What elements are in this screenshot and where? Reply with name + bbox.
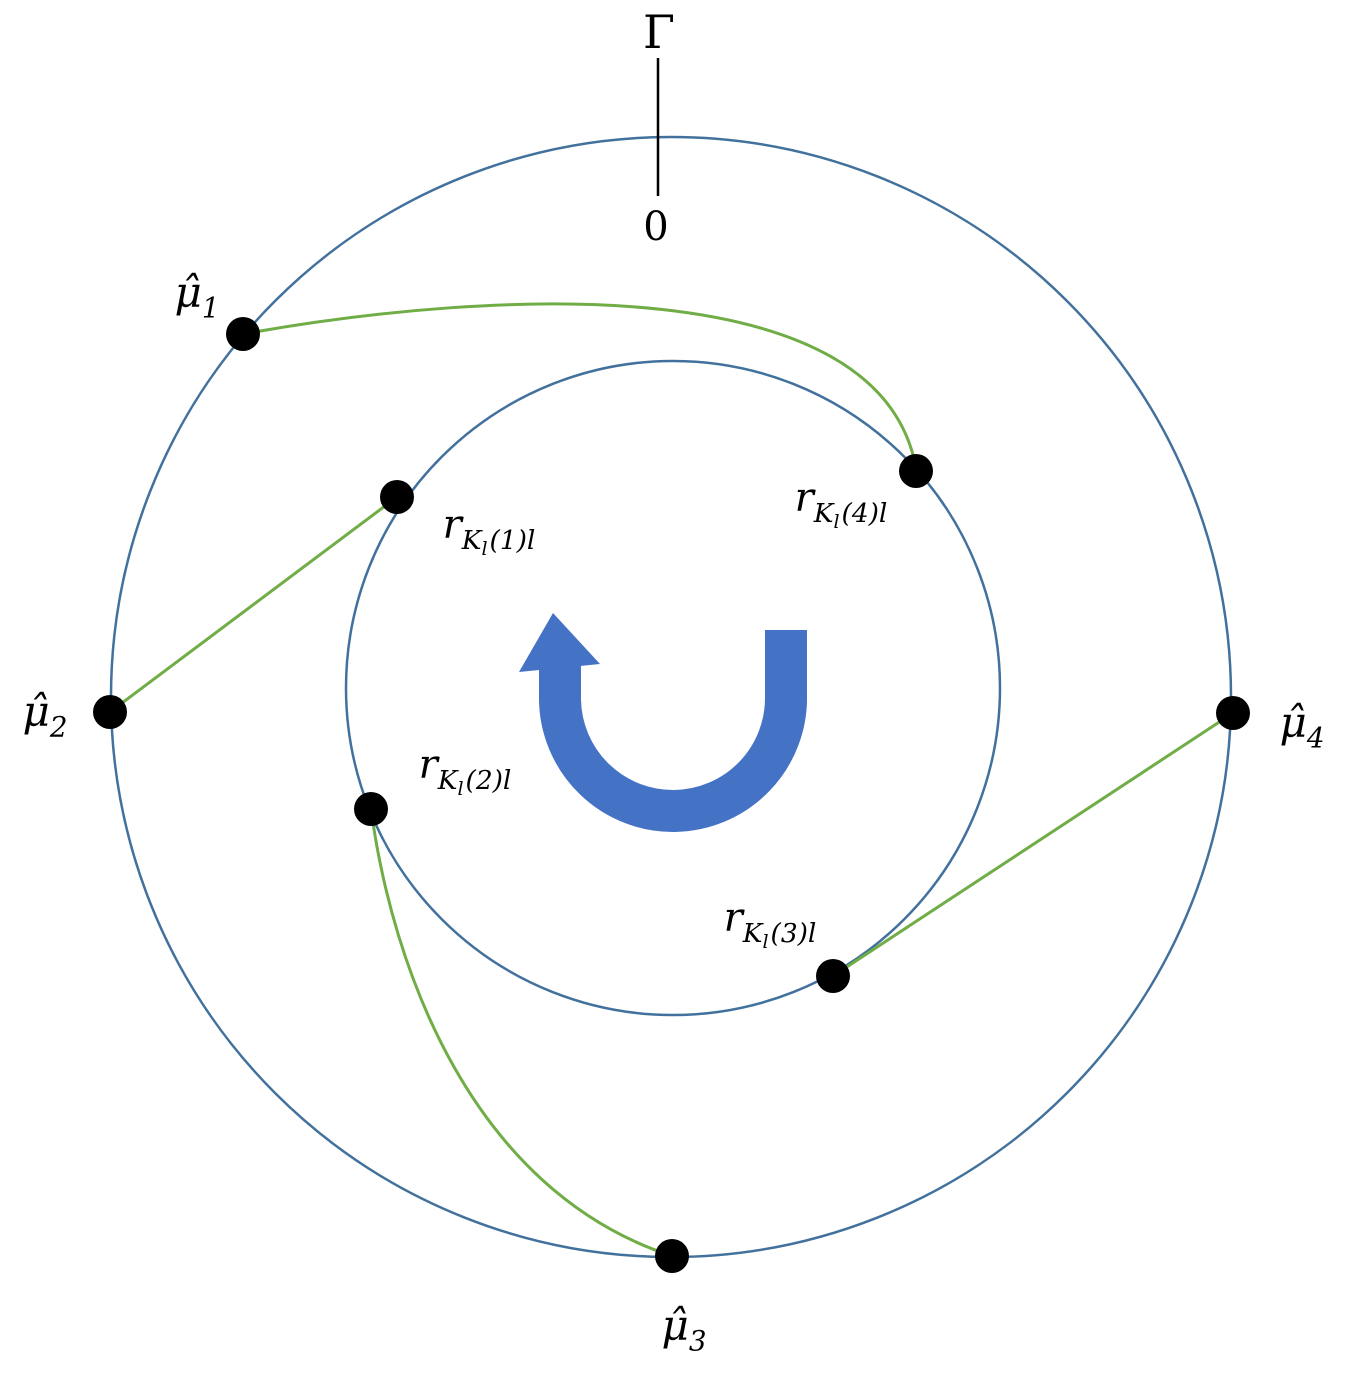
r3-base: r — [723, 895, 743, 942]
mu2-sub: 2 — [49, 710, 68, 744]
r4-base: r — [794, 475, 814, 522]
dot-r1 — [380, 480, 414, 514]
label-mu2: μ̂2 — [23, 690, 68, 744]
r2-base: r — [418, 742, 438, 789]
label-mu1: μ̂1 — [175, 271, 220, 325]
r4-sub-kl: l — [833, 510, 840, 533]
r4-sub-rest: (4)l — [841, 497, 888, 529]
r1-sub-kl: l — [481, 537, 488, 560]
connector-mu1-r4 — [242, 302, 918, 469]
zero-label: 0 — [643, 204, 669, 250]
r3-sub-rest: (3)l — [770, 917, 817, 949]
label-r2: rKl(2)l — [419, 745, 512, 799]
mu1-sub: 1 — [201, 291, 220, 325]
mu1-base: μ̂ — [174, 267, 202, 317]
dot-r4 — [899, 454, 933, 488]
r1-sub-k: K — [461, 524, 482, 556]
mu3-sub: 3 — [688, 1324, 707, 1358]
rotation-arrow-head-icon — [519, 613, 600, 672]
r4-sub-k: K — [813, 497, 834, 529]
r3-sub-kl: l — [762, 930, 769, 953]
gamma-label: Γ — [643, 5, 675, 59]
dot-mu1 — [226, 317, 260, 351]
connector-mu3-r2 — [369, 808, 673, 1258]
dot-r2 — [354, 792, 388, 826]
mu4-sub: 4 — [1306, 721, 1325, 755]
r3-sub-k: K — [742, 917, 763, 949]
mu4-base: μ̂ — [1279, 697, 1307, 747]
outer-circle — [109, 135, 1233, 1259]
r2-sub-kl: l — [457, 777, 464, 800]
connector-mu4-r3 — [832, 711, 1234, 978]
dot-mu4 — [1216, 696, 1250, 730]
label-r3: rKl(3)l — [724, 898, 817, 952]
r1-base: r — [442, 502, 462, 549]
label-mu3: μ̂3 — [662, 1304, 707, 1358]
dot-mu3 — [655, 1239, 689, 1273]
mu2-base: μ̂ — [22, 686, 50, 736]
label-r4: rKl(4)l — [795, 478, 888, 532]
dot-r3 — [816, 959, 850, 993]
dot-mu2 — [93, 695, 127, 729]
label-mu4: μ̂4 — [1280, 701, 1325, 755]
r1-sub-rest: (1)l — [489, 524, 536, 556]
inner-circle — [344, 359, 1002, 1017]
mu3-base: μ̂ — [661, 1300, 689, 1350]
r2-sub-k: K — [437, 764, 458, 796]
r2-sub-rest: (2)l — [465, 764, 512, 796]
label-r1: rKl(1)l — [443, 505, 536, 559]
rotation-arrow-arc — [539, 630, 808, 832]
connector-mu2-r1 — [109, 495, 398, 714]
